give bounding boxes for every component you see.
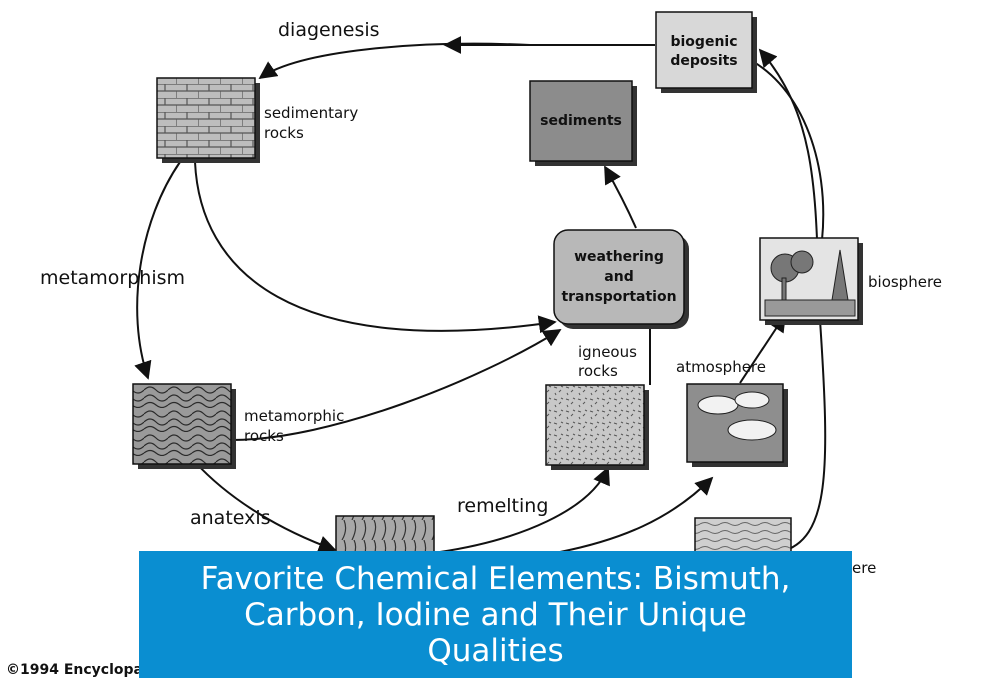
atmosphere-to-biosphere-arrow xyxy=(739,313,786,384)
banner-title: Favorite Chemical Elements: Bismuth, Car… xyxy=(200,560,791,669)
biogenic-label-1: biogenic xyxy=(670,34,737,50)
diagenesis-arrow xyxy=(258,42,531,80)
sediments-label: sediments xyxy=(540,113,622,129)
weathering-label-1: weathering xyxy=(574,249,664,265)
anatexis-arrow xyxy=(194,461,337,553)
igneous-label-2: rocks xyxy=(578,362,618,380)
remelting-arrow-2 xyxy=(559,476,714,553)
metamorphic-to-weathering-arrow xyxy=(231,329,562,441)
hydrosphere-label-partial: ere xyxy=(852,559,876,577)
weathering-label-2: and xyxy=(604,269,633,285)
sedimentary-label-1: sedimentary xyxy=(264,104,358,122)
hydrosphere-box xyxy=(694,517,792,555)
biosphere-to-biogenic-arrow xyxy=(739,54,825,241)
weathering-label-3: transportation xyxy=(561,289,676,305)
biosphere-label: biosphere xyxy=(868,273,942,291)
metamorphism-arrow xyxy=(134,161,181,380)
node-boxes xyxy=(132,11,863,557)
sedimentary-rocks-box xyxy=(156,77,256,159)
remelting-label: remelting xyxy=(457,495,548,517)
weathering-box xyxy=(553,229,685,325)
igneous-rocks-box xyxy=(545,384,645,466)
sedimentary-to-weathering-arrow xyxy=(194,161,557,334)
atmosphere-clouds-illustration xyxy=(697,391,777,441)
sediments-box xyxy=(529,80,633,162)
cycle-arrows xyxy=(134,36,827,553)
metamorphism-label: metamorphism xyxy=(40,267,185,289)
metamorphic-rocks-box xyxy=(132,383,232,465)
diagenesis-label: diagenesis xyxy=(278,19,380,41)
biosphere-trees-illustration xyxy=(764,249,856,317)
metamorphic-label-1: metamorphic xyxy=(244,407,344,425)
igneous-label-1: igneous xyxy=(578,343,637,361)
biogenic-deposits-box xyxy=(655,11,753,89)
biogenic-label-2: deposits xyxy=(670,53,737,69)
anatexis-label: anatexis xyxy=(190,507,271,529)
remelting-arrow-1 xyxy=(439,466,610,553)
magma-box xyxy=(335,515,435,557)
atmosphere-label: atmosphere xyxy=(676,358,766,376)
weathering-to-sediments-arrow xyxy=(604,165,637,229)
title-banner: Favorite Chemical Elements: Bismuth, Car… xyxy=(139,551,852,678)
sedimentary-label-2: rocks xyxy=(264,124,304,142)
metamorphic-label-2: rocks xyxy=(244,427,284,445)
